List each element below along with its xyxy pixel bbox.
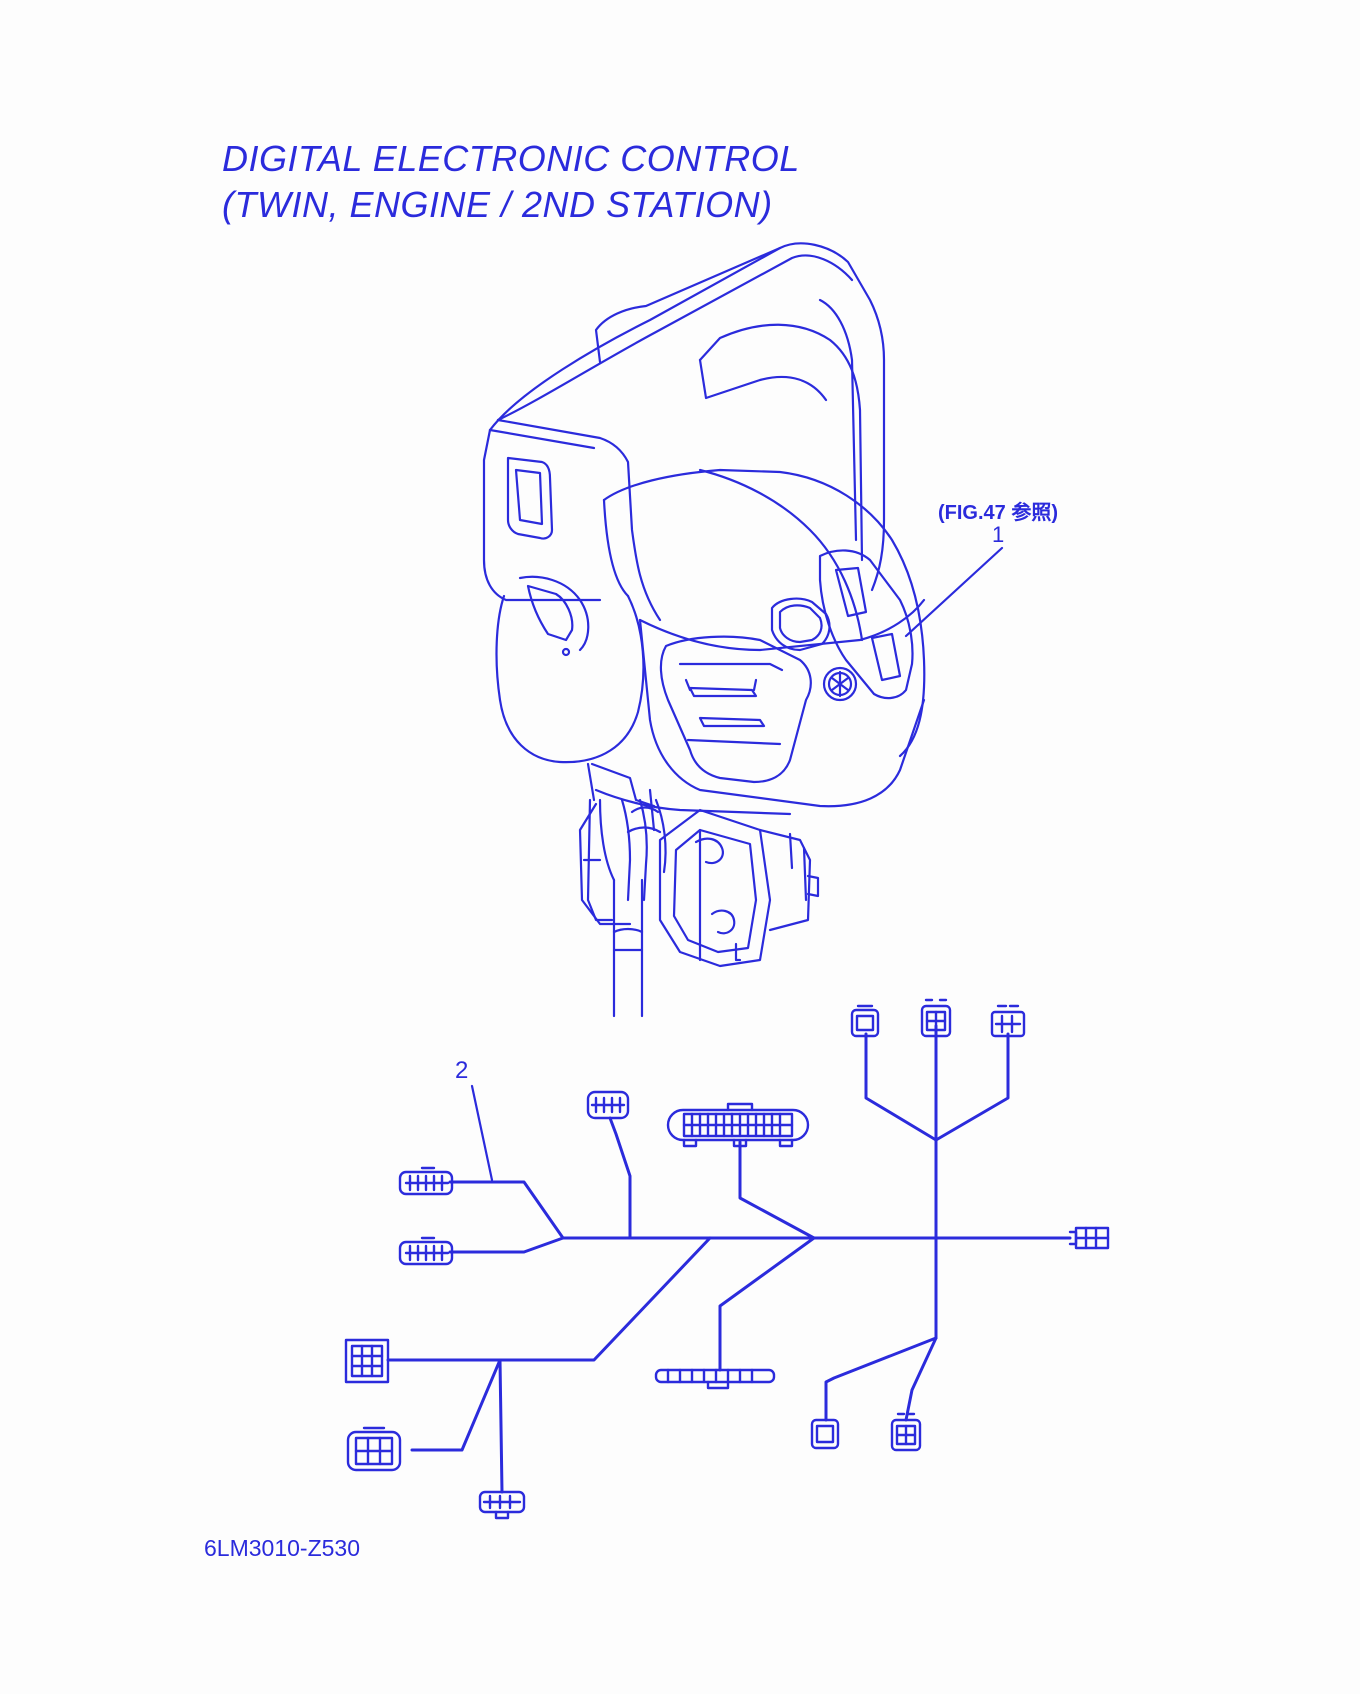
connector-harness-top-right-1	[850, 1004, 880, 1038]
leader-line-part-2	[470, 1084, 494, 1182]
connector-harness-bottom-right-2	[890, 1412, 922, 1452]
connector-harness-bottom-right-1	[810, 1418, 840, 1450]
remote-control-box-part-1	[482, 242, 926, 1018]
connector-harness-rounded-large	[346, 1426, 402, 1472]
leader-line-part-1	[904, 546, 1004, 638]
connector-harness-top-small	[586, 1090, 630, 1120]
diagram-title-line-1: DIGITAL ELECTRONIC CONTROL	[222, 138, 800, 179]
connector-harness-left-lower	[398, 1236, 454, 1266]
connector-harness-flat	[654, 1368, 776, 1390]
part-number-1-label: 1	[992, 522, 1005, 547]
connector-harness-right-end	[1068, 1226, 1110, 1250]
figure-reference-label: (FIG.47 参照)	[938, 502, 1059, 524]
connector-harness-left-upper	[398, 1166, 454, 1196]
connector-harness-multipin	[666, 1102, 810, 1148]
drawing-code-label: 6LM3010-Z530	[204, 1535, 360, 1561]
connector-harness-square-large	[344, 1338, 390, 1384]
connector-harness-top-right-2	[920, 998, 952, 1038]
wire-harness-part-2	[386, 1024, 1072, 1494]
diagram-title-line-2: (TWIN, ENGINE / 2ND STATION)	[222, 184, 773, 225]
part-number-2-label: 2	[455, 1057, 469, 1084]
connector-harness-top-right-3	[990, 1004, 1026, 1038]
connector-harness-bottom-small	[478, 1490, 526, 1520]
